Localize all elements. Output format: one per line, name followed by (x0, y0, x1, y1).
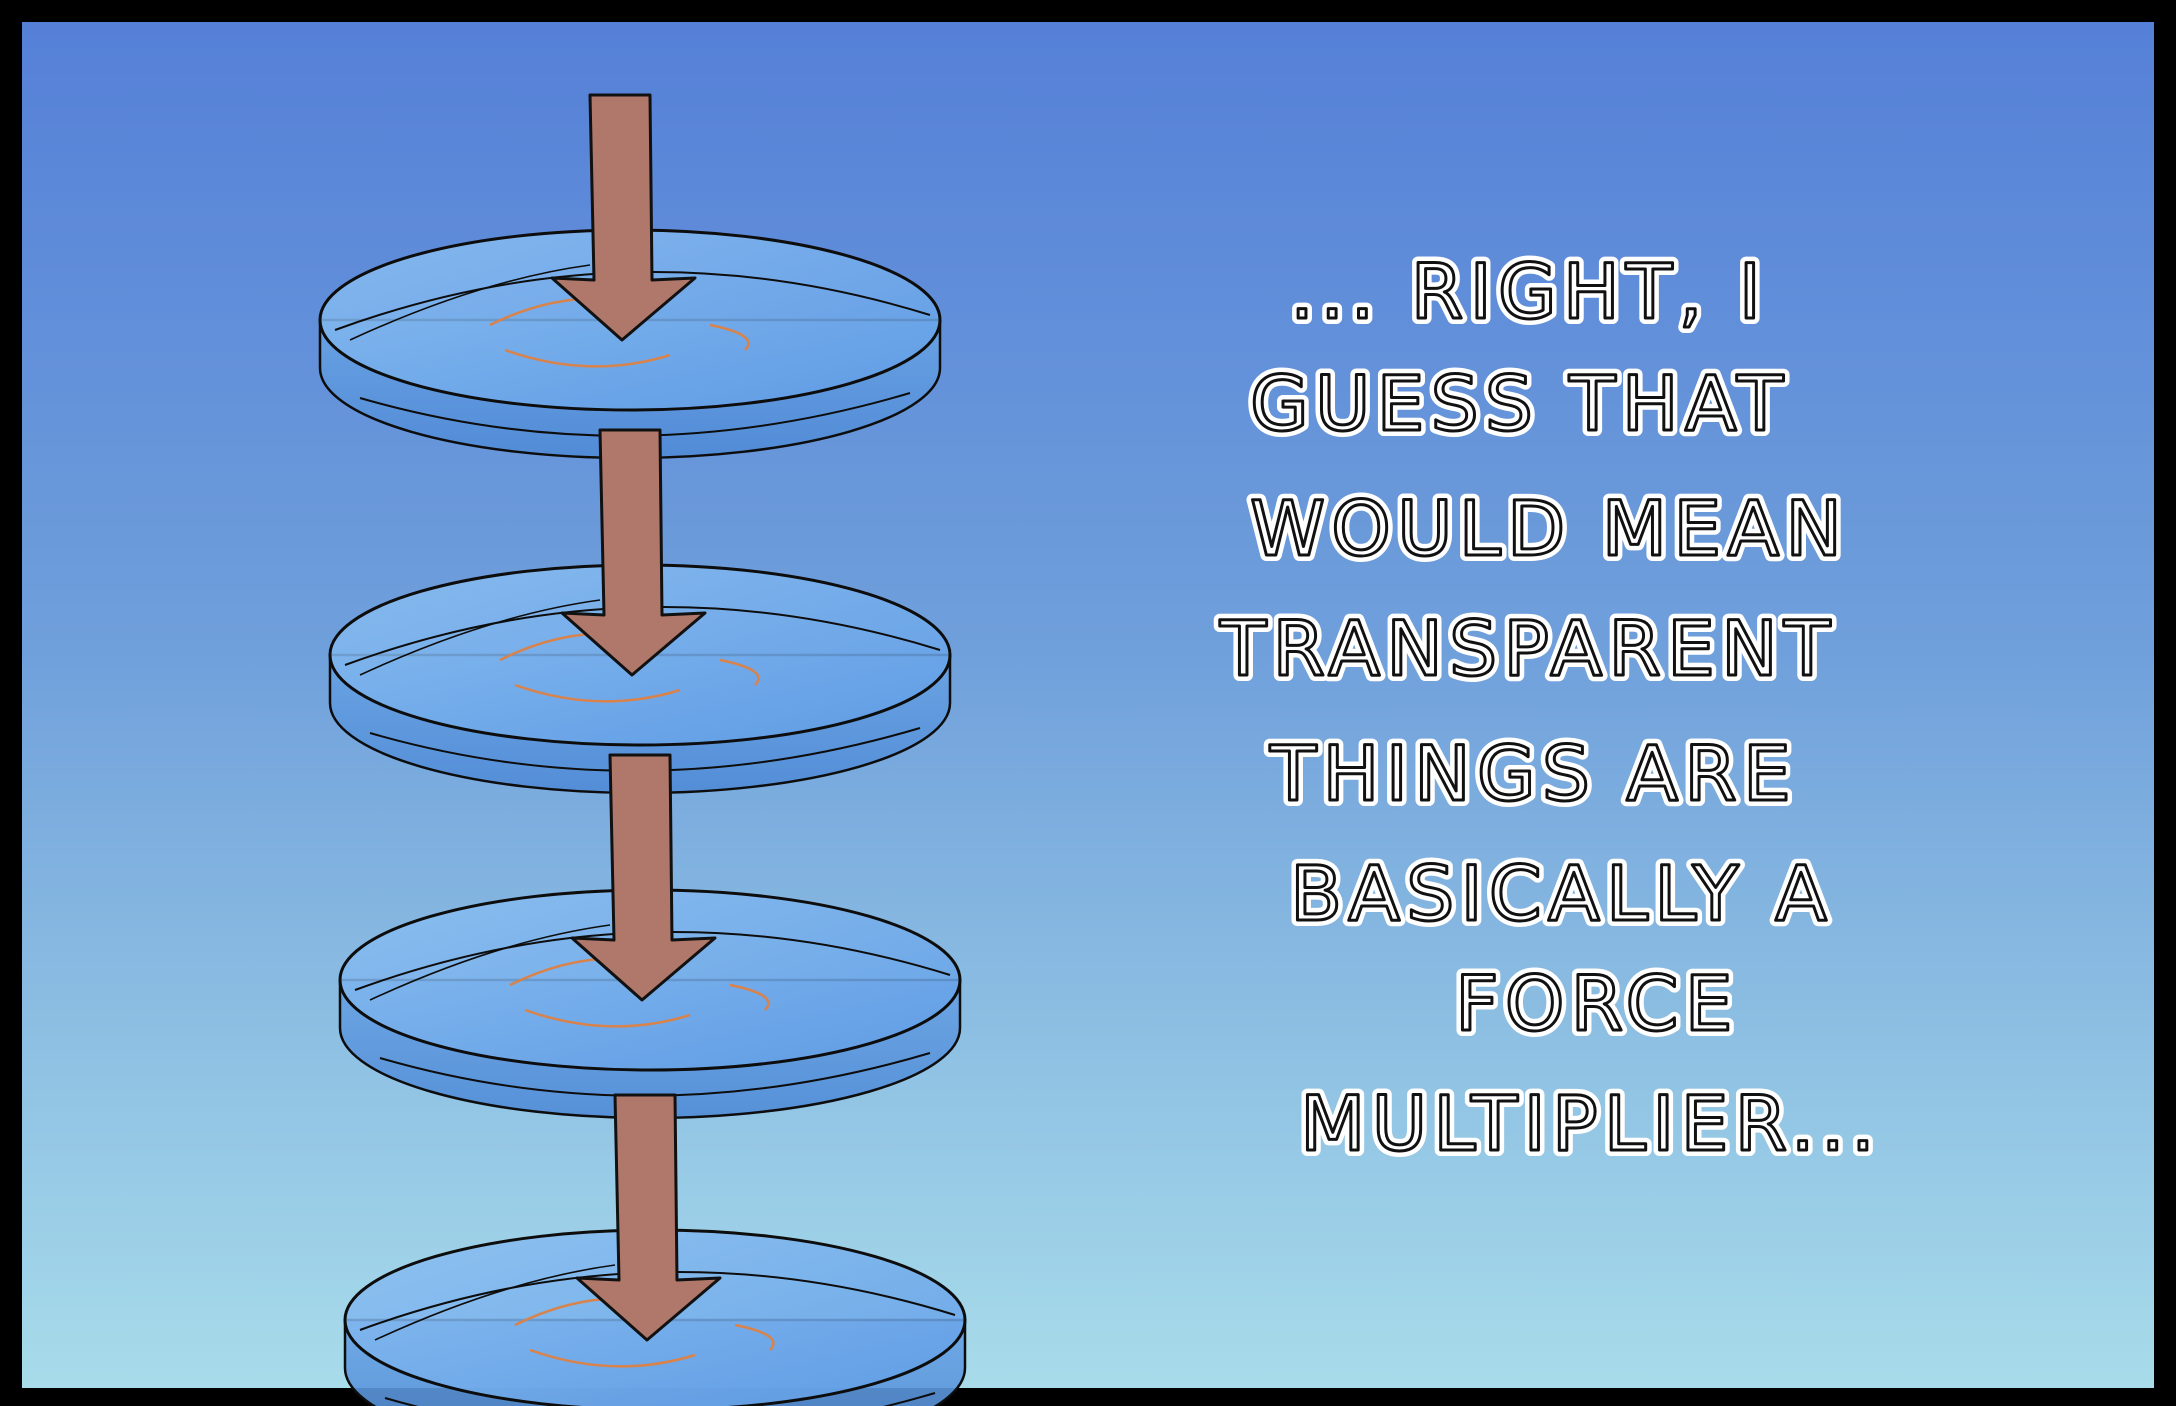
glass-disc (318, 93, 942, 460)
down-arrow-icon (575, 1093, 722, 1342)
ripple-line (504, 348, 671, 368)
caption-text: FORCE (1455, 959, 1739, 1048)
glass-disc (338, 753, 962, 1120)
caption-outline: BASICALLY A (1290, 849, 1833, 938)
caption-outline: TRANSPARENT (1219, 604, 1836, 693)
disc-sketch-line (349, 264, 591, 341)
caption-line: ... RIGHT, I... RIGHT, I (1284, 241, 1767, 342)
ripple-line (709, 323, 750, 351)
caption-text: MULTIPLIER... (1300, 1079, 1881, 1168)
caption-outline: WOULD MEAN (1250, 484, 1848, 573)
caption-outline: THINGS ARE (1269, 729, 1797, 818)
caption-outline: MULTIPLIER... (1300, 1079, 1881, 1168)
caption-text: ... RIGHT, I (1290, 247, 1767, 336)
down-arrow-icon (550, 93, 697, 342)
caption-outline: GUESS THAT (1250, 359, 1789, 448)
caption-outline: ... RIGHT, I (1290, 247, 1767, 336)
glass-disc (328, 428, 952, 795)
down-arrow-icon (560, 428, 707, 677)
ripple-line (524, 1008, 691, 1028)
ripple-line (734, 1323, 775, 1351)
caption-text: THINGS ARE (1269, 729, 1797, 818)
ripple-line (719, 658, 760, 686)
caption-outline: FORCE (1455, 959, 1739, 1048)
caption-text: TRANSPARENT (1219, 604, 1836, 693)
ripple-line (514, 683, 681, 703)
ripple-line (729, 983, 770, 1011)
caption-line: MULTIPLIER...MULTIPLIER... (1294, 1073, 1881, 1174)
caption-text: GUESS THAT (1250, 359, 1789, 448)
down-arrow-icon (570, 753, 717, 1002)
caption-text: BASICALLY A (1290, 849, 1833, 938)
ripple-line (529, 1348, 696, 1368)
disc-sketch-line (359, 599, 601, 676)
disc-stack (318, 93, 967, 1406)
disc-sketch-line (369, 924, 611, 1001)
caption-text: WOULD MEAN (1250, 484, 1848, 573)
glass-disc (343, 1093, 967, 1406)
caption: ... RIGHT, I... RIGHT, I GUESS THATGUESS … (1213, 241, 1881, 1174)
disc-sketch-line (374, 1264, 616, 1341)
